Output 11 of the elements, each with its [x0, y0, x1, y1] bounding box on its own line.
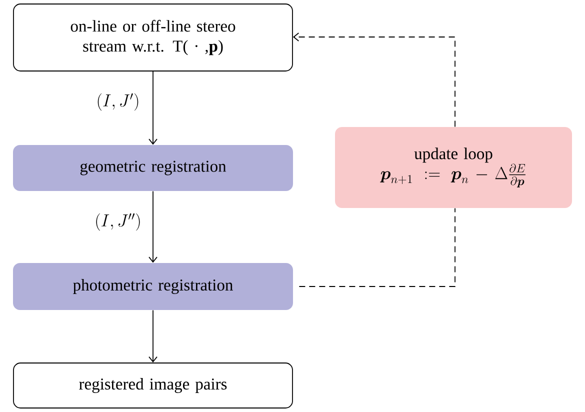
arrow — [148, 310, 158, 363]
arrow — [148, 190, 158, 263]
update-box: update loop $\boldsymbol{p}_{n+1} := \boldsymbol{p}_n - \Delta\tfrac{\partial E}{\partial \boldsymbol{p}}$ — [335, 127, 572, 208]
edge-label: $(I,J'')$ — [96, 213, 140, 231]
process-box: photometric registration — [13, 263, 293, 310]
arrow — [292, 32, 456, 128]
process-box: geometric registration — [13, 145, 293, 191]
data-box: registered image pairs — [13, 362, 293, 408]
edge-label: $(I,J')$ — [98, 93, 138, 111]
arrow — [148, 71, 158, 145]
data-box: on-line or off-line stereo stream w.r.t. T( · ,p) — [13, 4, 293, 72]
